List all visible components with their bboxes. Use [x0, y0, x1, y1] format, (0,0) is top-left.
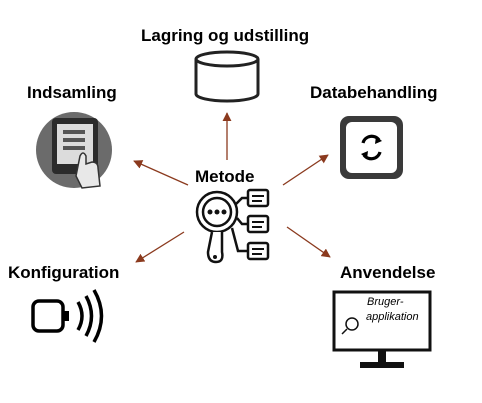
arrows: [133, 112, 331, 263]
left-upper-label: Indsamling: [27, 83, 117, 102]
tablet-touch-icon: [36, 112, 112, 189]
right-lower-label: Anvendelse: [340, 263, 436, 282]
magnifier-with-documents-icon: [195, 188, 270, 264]
nfc-signal-icon: [31, 289, 104, 343]
monitor-search-icon: [332, 290, 432, 368]
right-upper-label: Databehandling: [310, 83, 438, 102]
monitor-text-line-2: applikation: [366, 311, 419, 323]
database-cylinder-icon: [194, 50, 260, 103]
center-label: Metode: [195, 167, 255, 186]
arrow-to-right-upper: [282, 154, 329, 186]
top-label: Lagring og udstilling: [141, 26, 310, 45]
left-lower-label: Konfiguration: [8, 263, 120, 282]
arrow-to-right-lower: [286, 226, 331, 258]
arrow-to-left-lower: [135, 231, 185, 263]
arrow-to-left-upper: [133, 160, 189, 186]
monitor-text-line-1: Bruger-: [367, 296, 404, 308]
refresh-cycle-icon: [340, 116, 403, 179]
